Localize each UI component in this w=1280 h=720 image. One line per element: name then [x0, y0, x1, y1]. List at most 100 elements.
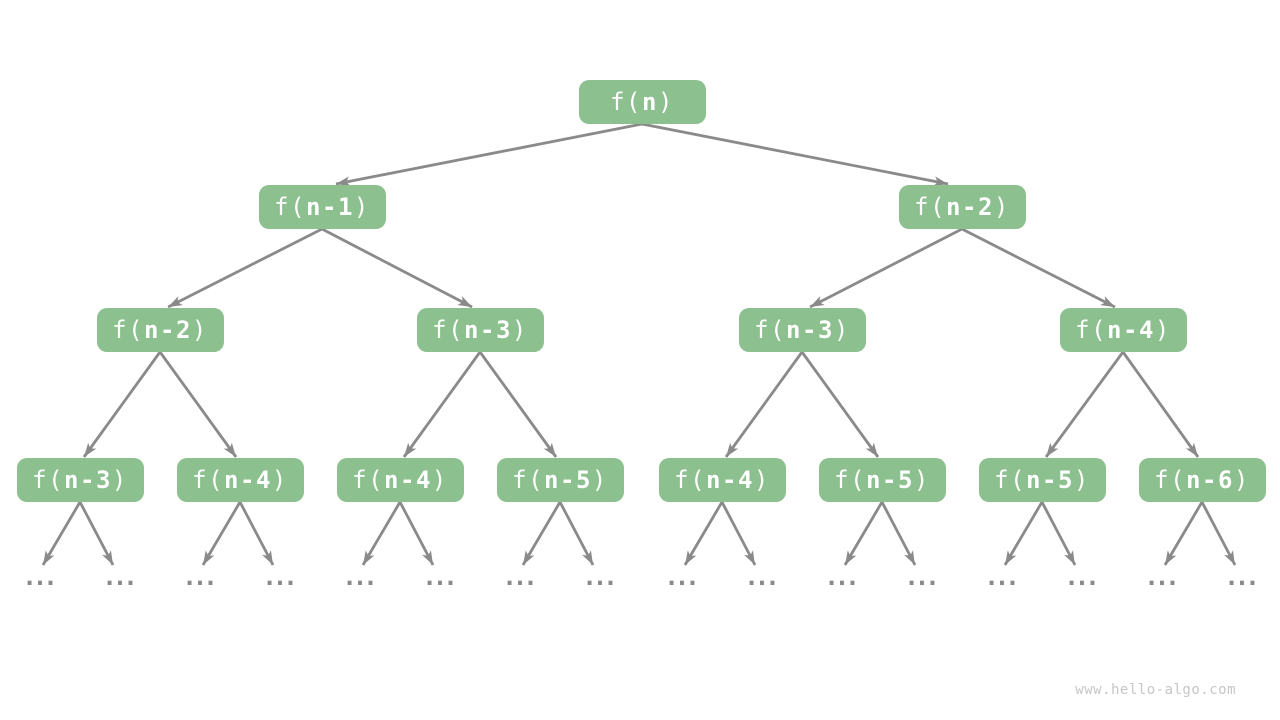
leaf-ellipsis: ...	[502, 563, 537, 591]
tree-node: f(n-2)	[96, 308, 224, 352]
tree-node: f(n-4)	[1059, 308, 1187, 352]
leaf-ellipsis: ...	[22, 563, 57, 591]
leaf-ellipsis: ...	[664, 563, 699, 591]
node-label-pre: f(	[274, 193, 307, 221]
node-label-arg: n-6	[1186, 466, 1234, 494]
node-label-arg: n-2	[946, 193, 994, 221]
node-label-post: )	[913, 466, 930, 494]
tree-edge	[724, 351, 804, 458]
tree-edge	[1040, 501, 1077, 566]
tree-node: f(n-5)	[496, 458, 624, 502]
tree-edge	[843, 501, 884, 566]
leaf-ellipsis: ...	[582, 563, 617, 591]
leaf-ellipsis: ...	[904, 563, 939, 591]
node-label-arg: n-1	[306, 193, 354, 221]
tree-edge	[1003, 501, 1044, 566]
tree-node: f(n-2)	[898, 185, 1026, 229]
tree-node: f(n-1)	[258, 185, 386, 229]
tree-node: f(n-4)	[336, 458, 464, 502]
node-label-post: )	[1233, 466, 1250, 494]
tree-node: f(n)	[578, 80, 706, 124]
tree-node: f(n-3)	[738, 308, 866, 352]
leaf-ellipsis: ...	[744, 563, 779, 591]
tree-node: f(n-3)	[416, 308, 544, 352]
tree-node: f(n-6)	[1138, 458, 1266, 502]
leaf-ellipsis: ...	[1144, 563, 1179, 591]
tree-edge	[335, 122, 643, 187]
tree-edge	[1200, 501, 1237, 566]
node-label-arg: n-3	[64, 466, 112, 494]
tree-edge	[158, 351, 238, 458]
leaf-ellipsis: ...	[342, 563, 377, 591]
node-label-pre: f(	[1154, 466, 1187, 494]
node-label-pre: f(	[512, 466, 545, 494]
tree-edge	[82, 351, 162, 458]
tree-edge	[1044, 351, 1125, 458]
node-label-arg: n-5	[1026, 466, 1074, 494]
node-label-pre: f(	[834, 466, 867, 494]
leaf-ellipsis: ...	[824, 563, 859, 591]
node-label-post: )	[993, 193, 1010, 221]
node-label-post: )	[833, 316, 850, 344]
node-label-post: )	[1073, 466, 1090, 494]
tree-edge	[201, 501, 242, 566]
node-label-arg: n-4	[1107, 316, 1155, 344]
node-label-post: )	[657, 88, 674, 116]
node-label-arg: n-4	[706, 466, 754, 494]
node-label-post: )	[271, 466, 288, 494]
tree-node: f(n-4)	[176, 458, 304, 502]
leaf-ellipsis: ...	[182, 563, 217, 591]
tree-edge	[521, 501, 562, 566]
tree-edge	[478, 351, 558, 458]
leaf-ellipsis: ...	[102, 563, 137, 591]
node-label-arg: n-4	[384, 466, 432, 494]
node-label-arg: n-5	[544, 466, 592, 494]
node-label-pre: f(	[432, 316, 465, 344]
node-label-pre: f(	[1075, 316, 1108, 344]
node-label-arg: n	[642, 88, 658, 116]
node-label-arg: n-4	[224, 466, 272, 494]
tree-node: f(n-4)	[658, 458, 786, 502]
leaf-ellipsis: ...	[262, 563, 297, 591]
node-label-post: )	[753, 466, 770, 494]
leaf-ellipsis: ...	[1064, 563, 1099, 591]
tree-edge	[880, 501, 917, 566]
tree-node: f(n-5)	[978, 458, 1106, 502]
tree-edge	[720, 501, 757, 566]
node-label-pre: f(	[674, 466, 707, 494]
tree-edge	[641, 122, 949, 187]
tree-edge	[321, 227, 473, 309]
node-label-post: )	[111, 466, 128, 494]
node-label-post: )	[511, 316, 528, 344]
tree-edge	[167, 227, 323, 309]
tree-edge	[238, 501, 275, 566]
node-label-post: )	[353, 193, 370, 221]
node-label-arg: n-2	[144, 316, 192, 344]
tree-edge	[1163, 501, 1204, 566]
leaf-ellipsis: ...	[984, 563, 1019, 591]
tree-edge	[800, 351, 880, 458]
tree-node: f(n-5)	[818, 458, 946, 502]
node-label-arg: n-3	[464, 316, 512, 344]
tree-edge	[558, 501, 595, 566]
node-label-pre: f(	[994, 466, 1027, 494]
tree-edge	[398, 501, 435, 566]
tree-edge	[961, 227, 1116, 309]
tree-edge	[809, 227, 963, 309]
leaf-ellipsis: ...	[1224, 563, 1259, 591]
tree-edge	[1121, 351, 1200, 458]
node-label-pre: f(	[352, 466, 385, 494]
node-label-post: )	[191, 316, 208, 344]
tree-edge	[402, 351, 482, 458]
tree-node: f(n-3)	[16, 458, 144, 502]
tree-edge	[361, 501, 402, 566]
watermark: www.hello-algo.com	[1075, 682, 1236, 698]
node-label-post: )	[1154, 316, 1171, 344]
node-label-pre: f(	[754, 316, 787, 344]
node-label-pre: f(	[610, 88, 642, 116]
node-label-post: )	[591, 466, 608, 494]
node-label-pre: f(	[914, 193, 947, 221]
